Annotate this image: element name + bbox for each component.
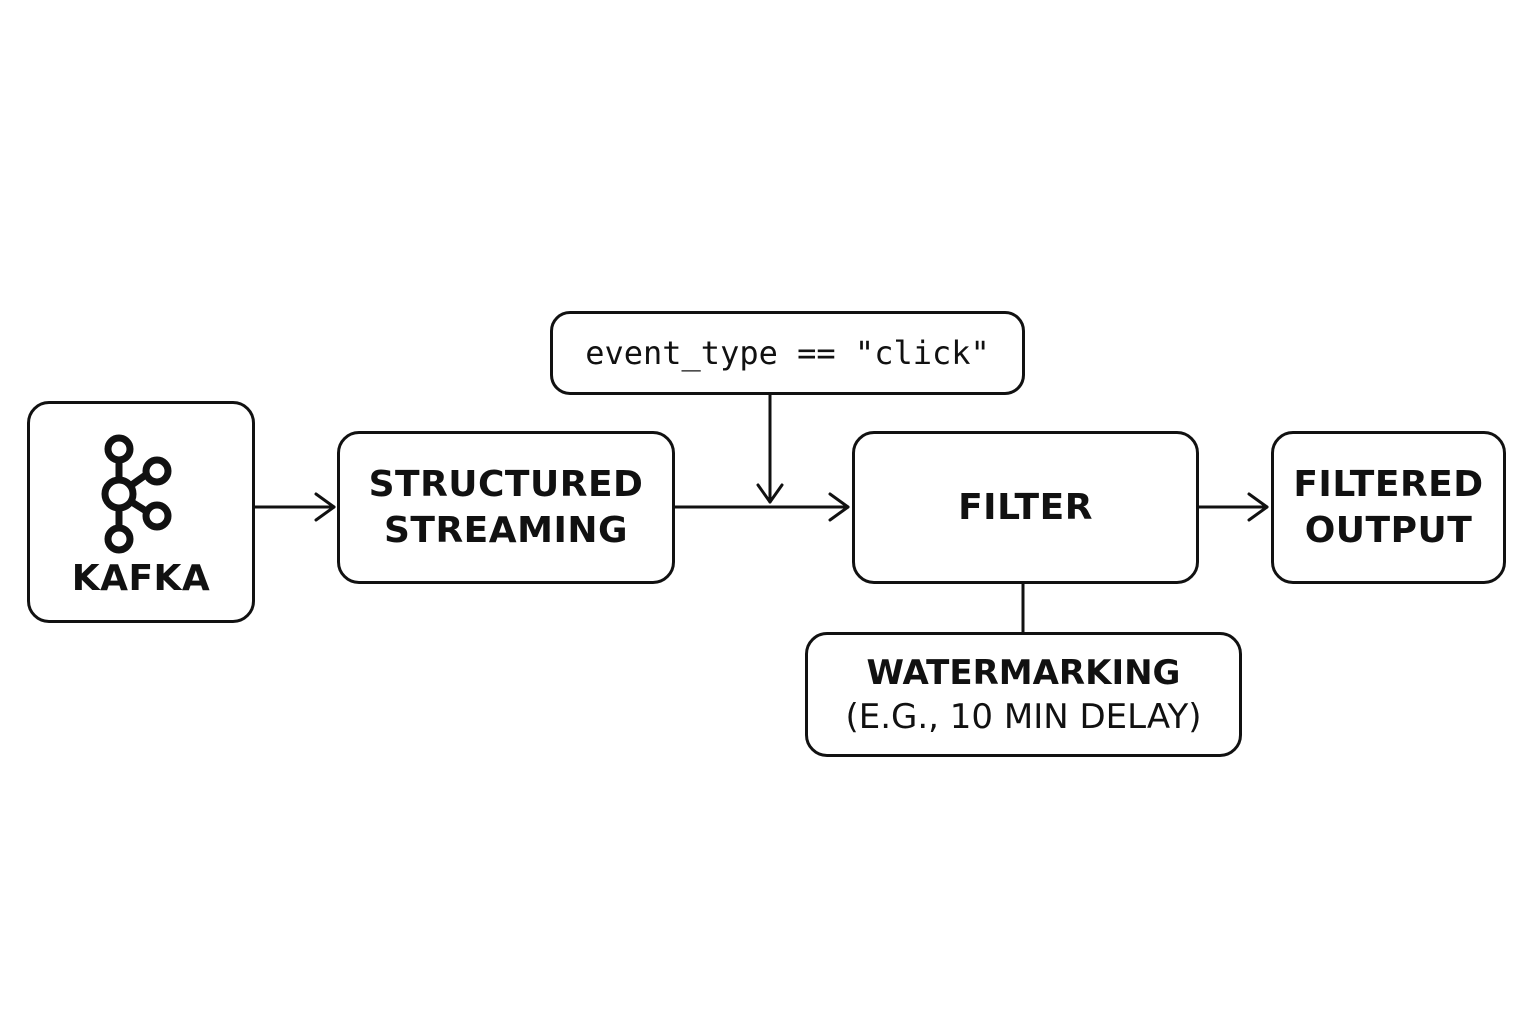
arrowhead-streaming <box>314 492 336 522</box>
arrowhead-filter <box>828 492 850 522</box>
filter-node: FILTER <box>852 431 1199 584</box>
kafka-node: KAFKA <box>27 401 255 623</box>
kafka-label: KAFKA <box>71 558 211 599</box>
arrowhead-output <box>1247 492 1269 522</box>
structured-streaming-node: STRUCTURED STREAMING <box>337 431 675 584</box>
arrowhead-condition <box>756 483 784 504</box>
output-label-line1: FILTERED <box>1293 463 1484 505</box>
watermark-label-line2: (E.G., 10 MIN DELAY) <box>845 696 1202 737</box>
filter-condition-text: event_type == "click" <box>585 334 990 372</box>
filter-label: FILTER <box>958 486 1093 528</box>
filter-condition-node: event_type == "click" <box>550 311 1025 395</box>
kafka-logo-icon <box>101 434 172 554</box>
output-label-line2: OUTPUT <box>1304 509 1473 551</box>
watermark-label-line1: WATERMARKING <box>866 652 1181 693</box>
streaming-label-line2: STREAMING <box>383 509 629 551</box>
filtered-output-node: FILTERED OUTPUT <box>1271 431 1506 584</box>
streaming-label-line1: STRUCTURED <box>368 463 644 505</box>
watermarking-node: WATERMARKING (E.G., 10 MIN DELAY) <box>805 632 1242 757</box>
